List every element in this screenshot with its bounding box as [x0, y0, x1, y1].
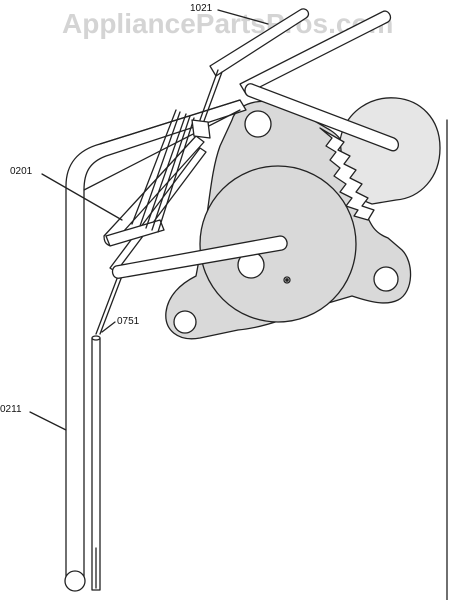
frame-tube-top-edge	[99, 99, 241, 145]
leader-0751	[101, 321, 116, 333]
roller-gear-teeth	[319, 127, 375, 221]
roller-axle-rod	[244, 83, 400, 152]
long-top-rod	[239, 10, 392, 95]
frame-tube-end	[64, 570, 86, 592]
motor-arm-rod	[111, 235, 288, 279]
leader-1021	[217, 9, 269, 25]
short-link-rod	[105, 219, 165, 247]
callout-label-0201[interactable]: 0201	[10, 166, 33, 177]
leader-0201	[41, 173, 123, 221]
callout-label-0751[interactable]: 0751	[117, 316, 140, 327]
wire-b	[145, 113, 187, 229]
callout-label-0211[interactable]: 0211	[0, 404, 22, 415]
wire-lower	[99, 275, 123, 335]
motor-screw-center	[285, 278, 289, 282]
callout-label-1021[interactable]: 1021	[190, 3, 213, 14]
wire-upper-b	[203, 71, 223, 122]
wire-sleeve	[191, 119, 211, 139]
wire-upper	[199, 69, 219, 121]
wire-c	[151, 115, 191, 231]
wire-lower-b	[95, 275, 119, 335]
mounting-hole-right	[373, 266, 399, 292]
mounting-hole-bottom	[173, 310, 197, 334]
rod-0751-top	[91, 335, 101, 341]
mounting-hole-top	[244, 110, 272, 138]
wire-e	[131, 109, 177, 225]
frame-tube-inner-edge	[83, 109, 241, 191]
wire-a	[139, 111, 181, 227]
rod-1021	[209, 8, 310, 77]
leader-0211	[29, 411, 67, 431]
frame-tube-0211	[65, 99, 247, 583]
wire-d	[157, 117, 195, 233]
